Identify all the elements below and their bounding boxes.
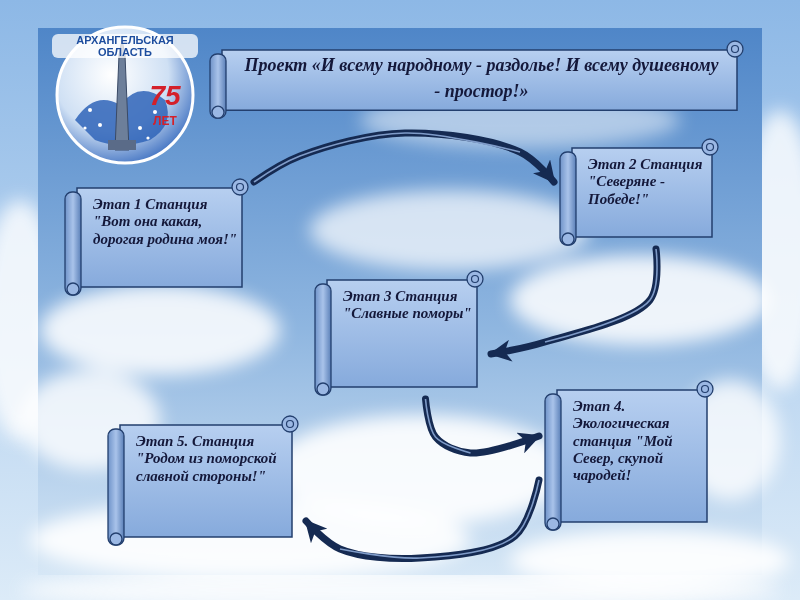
text-holder: Этап 5. Станция "Родом из поморской слав… (108, 415, 300, 503)
stage-scroll: Этап 2 Станция "Северяне - Победе!" (560, 138, 720, 245)
stage-text: Этап 4. Экологическая станция "Мой Север… (573, 398, 703, 484)
stage-scroll: Этап 1 Станция "Вот она какая, дорогая р… (65, 178, 250, 295)
stage-text: Этап 5. Станция "Родом из поморской слав… (136, 433, 288, 485)
text-holder: Этап 4. Экологическая станция "Мой Север… (545, 380, 715, 502)
scroll-roll (545, 394, 561, 530)
scroll-shape (210, 40, 745, 118)
logo-number: ЛЕТ (142, 114, 188, 128)
scroll-curl (110, 533, 122, 545)
curved-arrow (491, 249, 657, 354)
stage-text: Этап 2 Станция "Северяне - Победе!" (588, 156, 708, 208)
scroll-body (77, 188, 242, 287)
scroll-roll (65, 192, 81, 295)
scroll-curl (707, 144, 714, 151)
scroll-roll (108, 429, 124, 545)
scroll-curl (237, 184, 244, 191)
text-holder: Этап 3 Станция "Славные поморы" (315, 270, 485, 341)
stage-scroll: Этап 5. Станция "Родом из поморской слав… (108, 415, 300, 545)
arrow-highlight (340, 480, 539, 558)
scroll-roll (315, 284, 331, 395)
logo-caption: АРХАНГЕЛЬСКАЯ ОБЛАСТЬ (52, 34, 198, 58)
scroll-curl (732, 46, 739, 53)
scroll-curl (472, 276, 479, 283)
scroll-body (120, 425, 292, 537)
scroll-curl (697, 381, 713, 397)
scroll-curl (702, 139, 718, 155)
scroll-curl (702, 386, 709, 393)
title-scroll: Проект «И всему народному - раздолье! И … (210, 40, 745, 118)
scroll-curl (67, 283, 79, 295)
stage-text: Этап 3 Станция "Славные поморы" (343, 288, 473, 323)
arrow-highlight (254, 133, 520, 182)
curved-arrow (306, 480, 539, 558)
scroll-roll (210, 54, 226, 118)
scroll-curl (287, 421, 294, 428)
text-holder: Этап 1 Станция "Вот она какая, дорогая р… (65, 178, 250, 266)
arrow-highlight (426, 399, 471, 453)
scroll-body (327, 280, 477, 387)
scroll-body (557, 390, 707, 522)
curved-arrow (426, 399, 540, 453)
scroll-curl (727, 41, 743, 57)
scroll-curl (212, 106, 224, 118)
curved-arrow (254, 133, 554, 182)
title-text: Проект «И всему народному - раздолье! И … (210, 40, 745, 118)
arrow-highlight (545, 249, 657, 342)
scroll-curl (562, 233, 574, 245)
inner-clouds (20, 92, 790, 590)
scroll-body (572, 148, 712, 237)
stage-scroll: Этап 4. Экологическая станция "Мой Север… (545, 380, 715, 530)
text-holder: Этап 2 Станция "Северяне - Победе!" (560, 138, 720, 226)
scroll-curl (232, 179, 248, 195)
scroll-curl (282, 416, 298, 432)
scroll-curl (467, 271, 483, 287)
stage-text: Этап 1 Станция "Вот она какая, дорогая р… (93, 196, 238, 248)
scroll-roll (560, 152, 576, 245)
scroll-curl (317, 383, 329, 395)
logo-number: 75 (140, 80, 190, 112)
scroll-curl (547, 518, 559, 530)
stage-scroll: Этап 3 Станция "Славные поморы" (315, 270, 485, 395)
